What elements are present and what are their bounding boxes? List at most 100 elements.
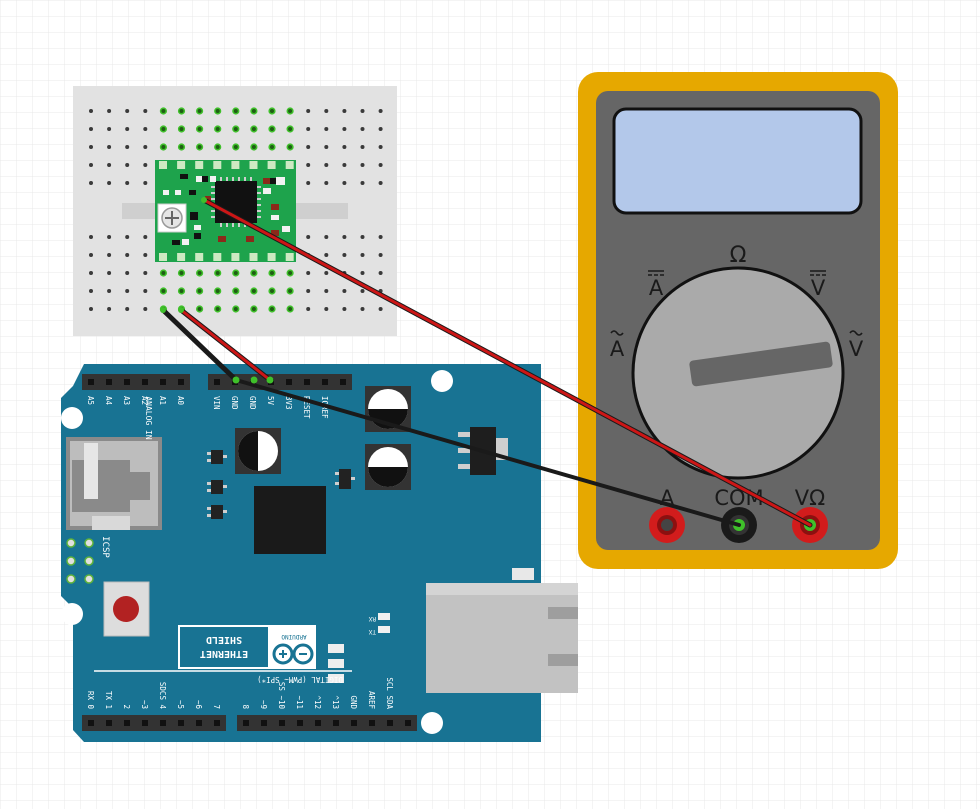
sd-card-slot xyxy=(66,437,162,530)
breadboard-hole xyxy=(89,289,93,293)
pin-label: A5 xyxy=(86,396,95,405)
breadboard-hole xyxy=(179,289,184,293)
driver-pin xyxy=(285,161,294,169)
smd-components xyxy=(207,450,355,519)
breadboard-hole xyxy=(107,163,112,167)
arduino-logo-icon xyxy=(272,643,314,665)
pin-label: TX 1 xyxy=(104,691,113,709)
breadboard-hole xyxy=(342,235,347,239)
driver-pin xyxy=(195,253,204,261)
breadboard-hole xyxy=(143,289,148,293)
header-pin xyxy=(261,720,267,726)
breadboard-hole xyxy=(197,145,202,149)
breadboard-hole xyxy=(161,145,166,149)
breadboard-hole xyxy=(179,271,184,275)
header-pin xyxy=(124,720,130,726)
pin-label: ~11 xyxy=(295,695,304,709)
breadboard-hole xyxy=(89,307,93,311)
driver-pin xyxy=(249,253,258,261)
breadboard-hole xyxy=(125,271,130,275)
breadboard-hole xyxy=(378,109,383,113)
wire-black-gnd-bb[interactable] xyxy=(160,307,239,383)
wire-endpoints xyxy=(160,197,274,384)
shield-name-line1: ETHERNET xyxy=(200,648,248,659)
breadboard-hole xyxy=(215,307,220,311)
pin-label: A0 xyxy=(176,396,185,406)
pin-label: ^12 xyxy=(313,695,322,709)
tx-led-label: TX xyxy=(368,628,376,635)
breadboard-hole xyxy=(107,307,112,311)
header-pin xyxy=(178,720,184,726)
breadboard-hole xyxy=(89,181,93,185)
breadboard-hole xyxy=(378,307,383,311)
header-pin xyxy=(106,720,112,726)
breadboard-hole xyxy=(251,271,256,275)
breadboard-hole xyxy=(306,127,311,131)
breadboard-hole xyxy=(143,307,148,311)
pin-label: ^13 xyxy=(331,695,340,709)
jack-label-volt-ohm: VΩ xyxy=(795,486,825,510)
breadboard-hole xyxy=(143,271,148,275)
breadboard-hole xyxy=(306,307,311,311)
breadboard-hole xyxy=(233,271,238,275)
header-pin xyxy=(124,379,130,385)
breadboard-hole xyxy=(360,163,365,167)
breadboard-hole xyxy=(378,271,383,275)
driver-header-pins xyxy=(159,161,294,261)
shield-mounting-hole xyxy=(61,603,83,625)
breadboard-hole xyxy=(306,163,311,167)
breadboard-hole xyxy=(161,271,166,275)
breadboard-hole xyxy=(125,181,130,185)
header-pin xyxy=(214,720,220,726)
header-pin xyxy=(142,720,148,726)
breadboard-hole xyxy=(107,127,112,131)
breadboard-hole xyxy=(215,127,220,131)
digital-label: DIGITAL (PWM~ SPI*) xyxy=(257,675,343,684)
pin-label: 8 xyxy=(241,704,250,709)
status-led xyxy=(328,659,344,668)
pin-label: RESET xyxy=(302,396,311,419)
breadboard-hole xyxy=(89,109,93,113)
breadboard-hole xyxy=(143,253,148,257)
status-led xyxy=(328,644,344,653)
breadboard-hole xyxy=(306,181,311,185)
icsp-header xyxy=(66,538,94,584)
breadboard-hole xyxy=(107,253,112,257)
driver-pin xyxy=(195,161,204,169)
breadboard-hole xyxy=(342,253,347,257)
pin-label: 3V3 xyxy=(284,396,293,410)
breadboard-hole xyxy=(233,127,238,131)
pin-label: 2 xyxy=(122,704,131,709)
breadboard-hole xyxy=(378,163,383,167)
breadboard-hole xyxy=(179,109,184,113)
analog-header xyxy=(82,374,190,390)
breadboard-hole xyxy=(107,181,112,185)
driver-pin xyxy=(213,253,222,261)
pin-label: VIN xyxy=(212,396,221,410)
breadboard-hole xyxy=(360,127,365,131)
breadboard-hole xyxy=(197,307,202,311)
header-pin xyxy=(297,720,303,726)
breadboard-hole xyxy=(233,145,238,149)
pin-label: GND xyxy=(349,695,358,709)
ethernet-controller-chip xyxy=(254,486,326,554)
breadboard-hole xyxy=(233,289,238,293)
breadboard-hole xyxy=(288,127,293,131)
jack-amps[interactable] xyxy=(649,507,685,543)
header-pin xyxy=(304,379,310,385)
breadboard-hole xyxy=(107,235,112,239)
driver-pin xyxy=(159,253,167,261)
breadboard-hole xyxy=(324,127,329,131)
breadboard-hole xyxy=(306,235,311,239)
breadboard-hole xyxy=(125,235,130,239)
rx-led xyxy=(378,613,390,620)
breadboard-hole xyxy=(360,109,365,113)
breadboard-hole xyxy=(197,109,202,113)
breadboard-hole xyxy=(89,253,93,257)
breadboard-hole xyxy=(143,109,148,113)
driver-pin xyxy=(213,161,222,169)
shield-mounting-hole xyxy=(431,370,453,392)
header-pin xyxy=(286,379,292,385)
wire-black-com[interactable] xyxy=(234,378,741,527)
